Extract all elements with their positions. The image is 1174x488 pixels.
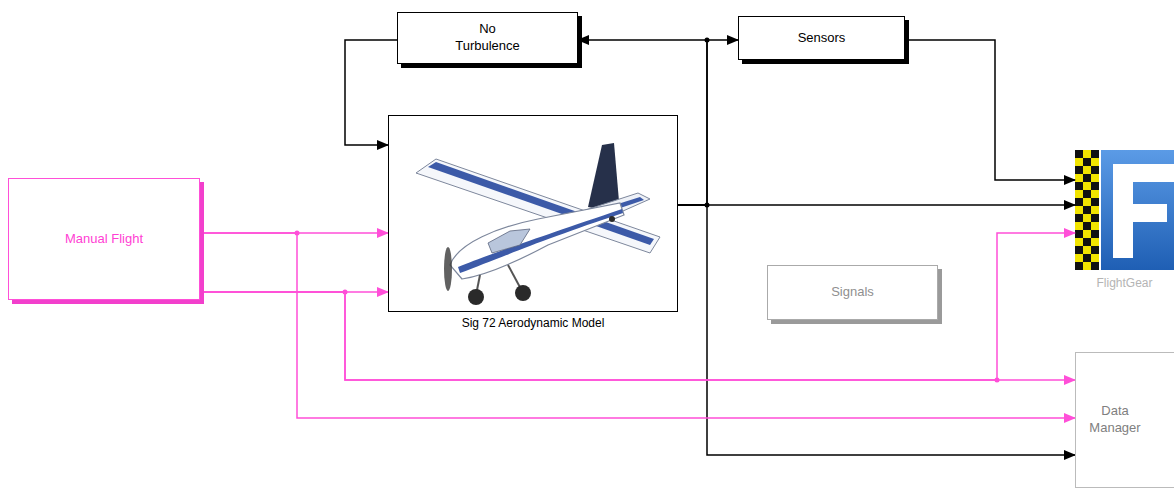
signal-line <box>578 40 707 205</box>
drawing-part <box>1091 150 1099 158</box>
drawing-part <box>1083 222 1091 230</box>
logo-letter-shape <box>1113 164 1174 258</box>
drawing-part <box>1083 254 1091 262</box>
flightgear-icon <box>1075 150 1174 270</box>
block-label: Sig 72 Aerodynamic Model <box>359 316 707 332</box>
checker-strip <box>1075 150 1099 270</box>
data-manager-block: Data Manager <box>1075 352 1174 488</box>
drawing-part <box>1075 230 1083 238</box>
signal-line <box>345 40 397 145</box>
drawing-part <box>1091 198 1099 206</box>
drawing-part <box>1075 246 1083 254</box>
drawing-part <box>1091 262 1099 270</box>
block-title: Signals <box>831 284 874 301</box>
drawing-part <box>1091 230 1099 238</box>
drawing-part <box>1083 158 1091 166</box>
fuselage <box>450 203 624 279</box>
drawing-part <box>1083 238 1091 246</box>
signal-line <box>905 40 1075 180</box>
disturbance-block: No Turbulence <box>397 12 578 64</box>
signals-block: Signals <box>767 265 938 320</box>
drawing-part <box>1075 198 1083 206</box>
junction-dots <box>295 38 1000 383</box>
drawing-part <box>1091 214 1099 222</box>
propeller <box>444 247 452 291</box>
cockpit-window <box>488 229 530 253</box>
checker-squares <box>1075 150 1099 270</box>
drawing-part <box>1091 182 1099 190</box>
aircraft-model-block: Sig 72 Aerodynamic Model <box>388 115 678 312</box>
block-title: Data Manager <box>1083 403 1147 437</box>
drawing-part <box>1083 174 1091 182</box>
drawing-part <box>1075 150 1083 158</box>
drawing-part <box>1091 246 1099 254</box>
block-label: FlightGear <box>1045 276 1174 292</box>
block-title: Manual Flight <box>65 231 143 248</box>
wheel <box>515 285 531 301</box>
signal-line <box>678 204 1075 206</box>
fuselage-stripe <box>458 209 623 273</box>
sensors-block: Sensors <box>738 16 905 60</box>
manual-flight-block: Manual Flight <box>8 178 200 300</box>
signal-line <box>678 40 738 205</box>
wheel <box>468 289 484 305</box>
signal-line <box>200 233 1075 380</box>
block-title: No Turbulence <box>448 21 528 55</box>
block-title: Sensors <box>798 30 846 47</box>
drawing-part <box>1075 166 1083 174</box>
wheel <box>609 216 615 222</box>
signal-line <box>200 292 1075 380</box>
drawing-part <box>1091 166 1099 174</box>
signal-line <box>200 233 1075 418</box>
drawing-part <box>1075 262 1083 270</box>
drawing-part <box>1075 214 1083 222</box>
connectors <box>200 40 1075 455</box>
drawing-part <box>1083 190 1091 198</box>
drawing-part <box>1083 206 1091 214</box>
aircraft-illustration <box>416 143 660 305</box>
logo-tile <box>1101 150 1174 270</box>
flightgear-block: FlightGear <box>1075 150 1174 270</box>
drawing-part <box>1075 182 1083 190</box>
